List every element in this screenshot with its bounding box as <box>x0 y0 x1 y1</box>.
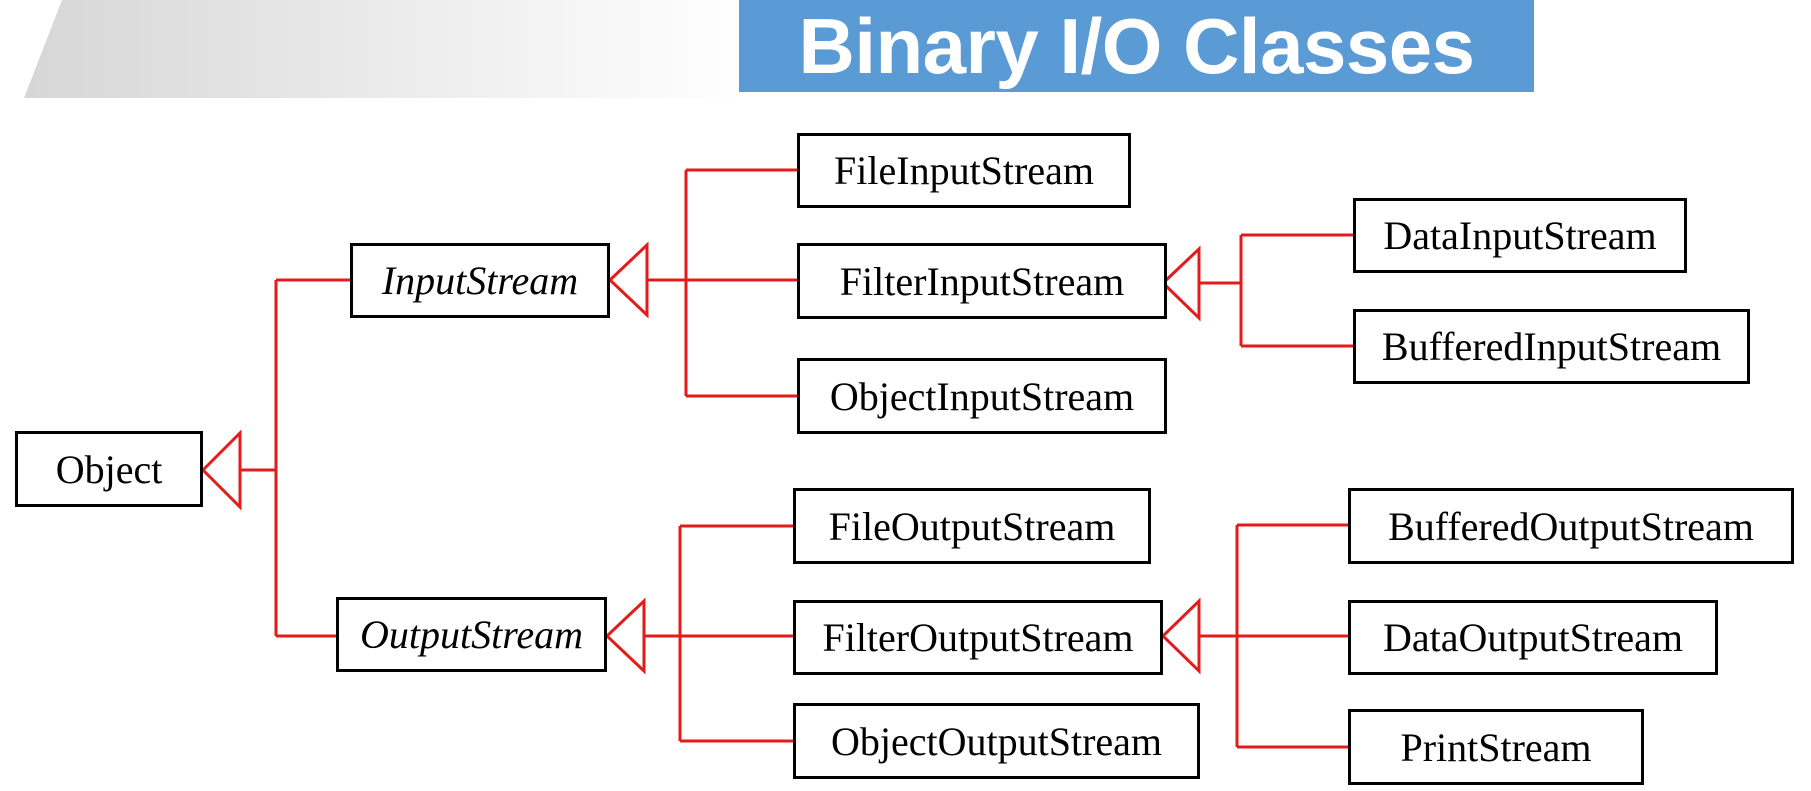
class-box-outputstream: OutputStream <box>336 597 607 672</box>
class-box-objectinputstream: ObjectInputStream <box>797 358 1167 434</box>
class-box-filteroutputstream: FilterOutputStream <box>793 600 1163 675</box>
outputstream-inheritance-arrowhead <box>604 597 646 675</box>
class-box-filterinputstream: FilterInputStream <box>797 243 1167 319</box>
class-box-dataoutputstream: DataOutputStream <box>1348 600 1718 675</box>
class-box-printstream: PrintStream <box>1348 709 1644 785</box>
object-inheritance-arrowhead <box>200 429 242 511</box>
class-box-bufferedoutputstream: BufferedOutputStream <box>1348 488 1794 564</box>
class-box-object: Object <box>15 431 203 507</box>
class-box-datainputstream: DataInputStream <box>1353 198 1687 273</box>
class-box-objectoutputstream: ObjectOutputStream <box>793 703 1200 779</box>
class-box-fileoutputstream: FileOutputStream <box>793 488 1151 564</box>
class-box-fileinputstream: FileInputStream <box>797 133 1131 208</box>
filterinputstream-inheritance-arrowhead <box>1160 245 1201 322</box>
header-gradient-band <box>24 0 750 98</box>
class-box-inputstream: InputStream <box>350 243 610 318</box>
class-box-bufferedinputstream: BufferedInputStream <box>1353 309 1750 384</box>
inputstream-inheritance-arrowhead <box>607 241 649 319</box>
filteroutputstream-inheritance-arrowhead <box>1160 597 1201 675</box>
slide-title: Binary I/O Classes <box>739 0 1534 92</box>
